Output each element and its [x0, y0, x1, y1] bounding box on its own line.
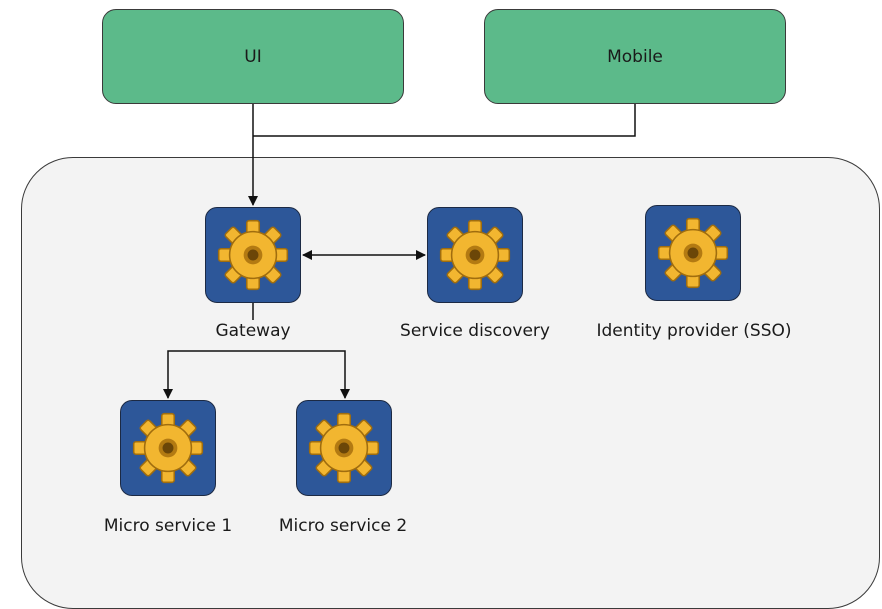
micro-service-2-label: Micro service 2 — [278, 516, 408, 536]
gateway-to-micro2-edge — [253, 350, 350, 399]
gear-icon — [132, 412, 204, 484]
mobile-client-label: Mobile — [607, 46, 663, 67]
micro-service-1-label: Micro service 1 — [103, 516, 233, 536]
connectors — [163, 104, 636, 399]
identity-provider-node[interactable] — [645, 205, 741, 301]
ui-client-box[interactable]: UI — [102, 9, 404, 104]
ui-client-label: UI — [244, 46, 262, 67]
micro-service-2-node[interactable] — [296, 400, 392, 496]
identity-provider-label: Identity provider (SSO) — [596, 321, 792, 341]
mobile-client-box[interactable]: Mobile — [484, 9, 786, 104]
gateway-to-micro1-edge — [163, 350, 253, 399]
gateway-label: Gateway — [215, 321, 291, 341]
gear-icon — [439, 219, 511, 291]
service-discovery-label: Service discovery — [400, 321, 550, 341]
gateway-node[interactable] — [205, 207, 301, 303]
service-discovery-node[interactable] — [427, 207, 523, 303]
mobile-to-gateway-edge — [253, 104, 636, 137]
gear-icon — [657, 217, 729, 289]
gear-icon — [217, 219, 289, 291]
gear-icon — [308, 412, 380, 484]
micro-service-1-node[interactable] — [120, 400, 216, 496]
